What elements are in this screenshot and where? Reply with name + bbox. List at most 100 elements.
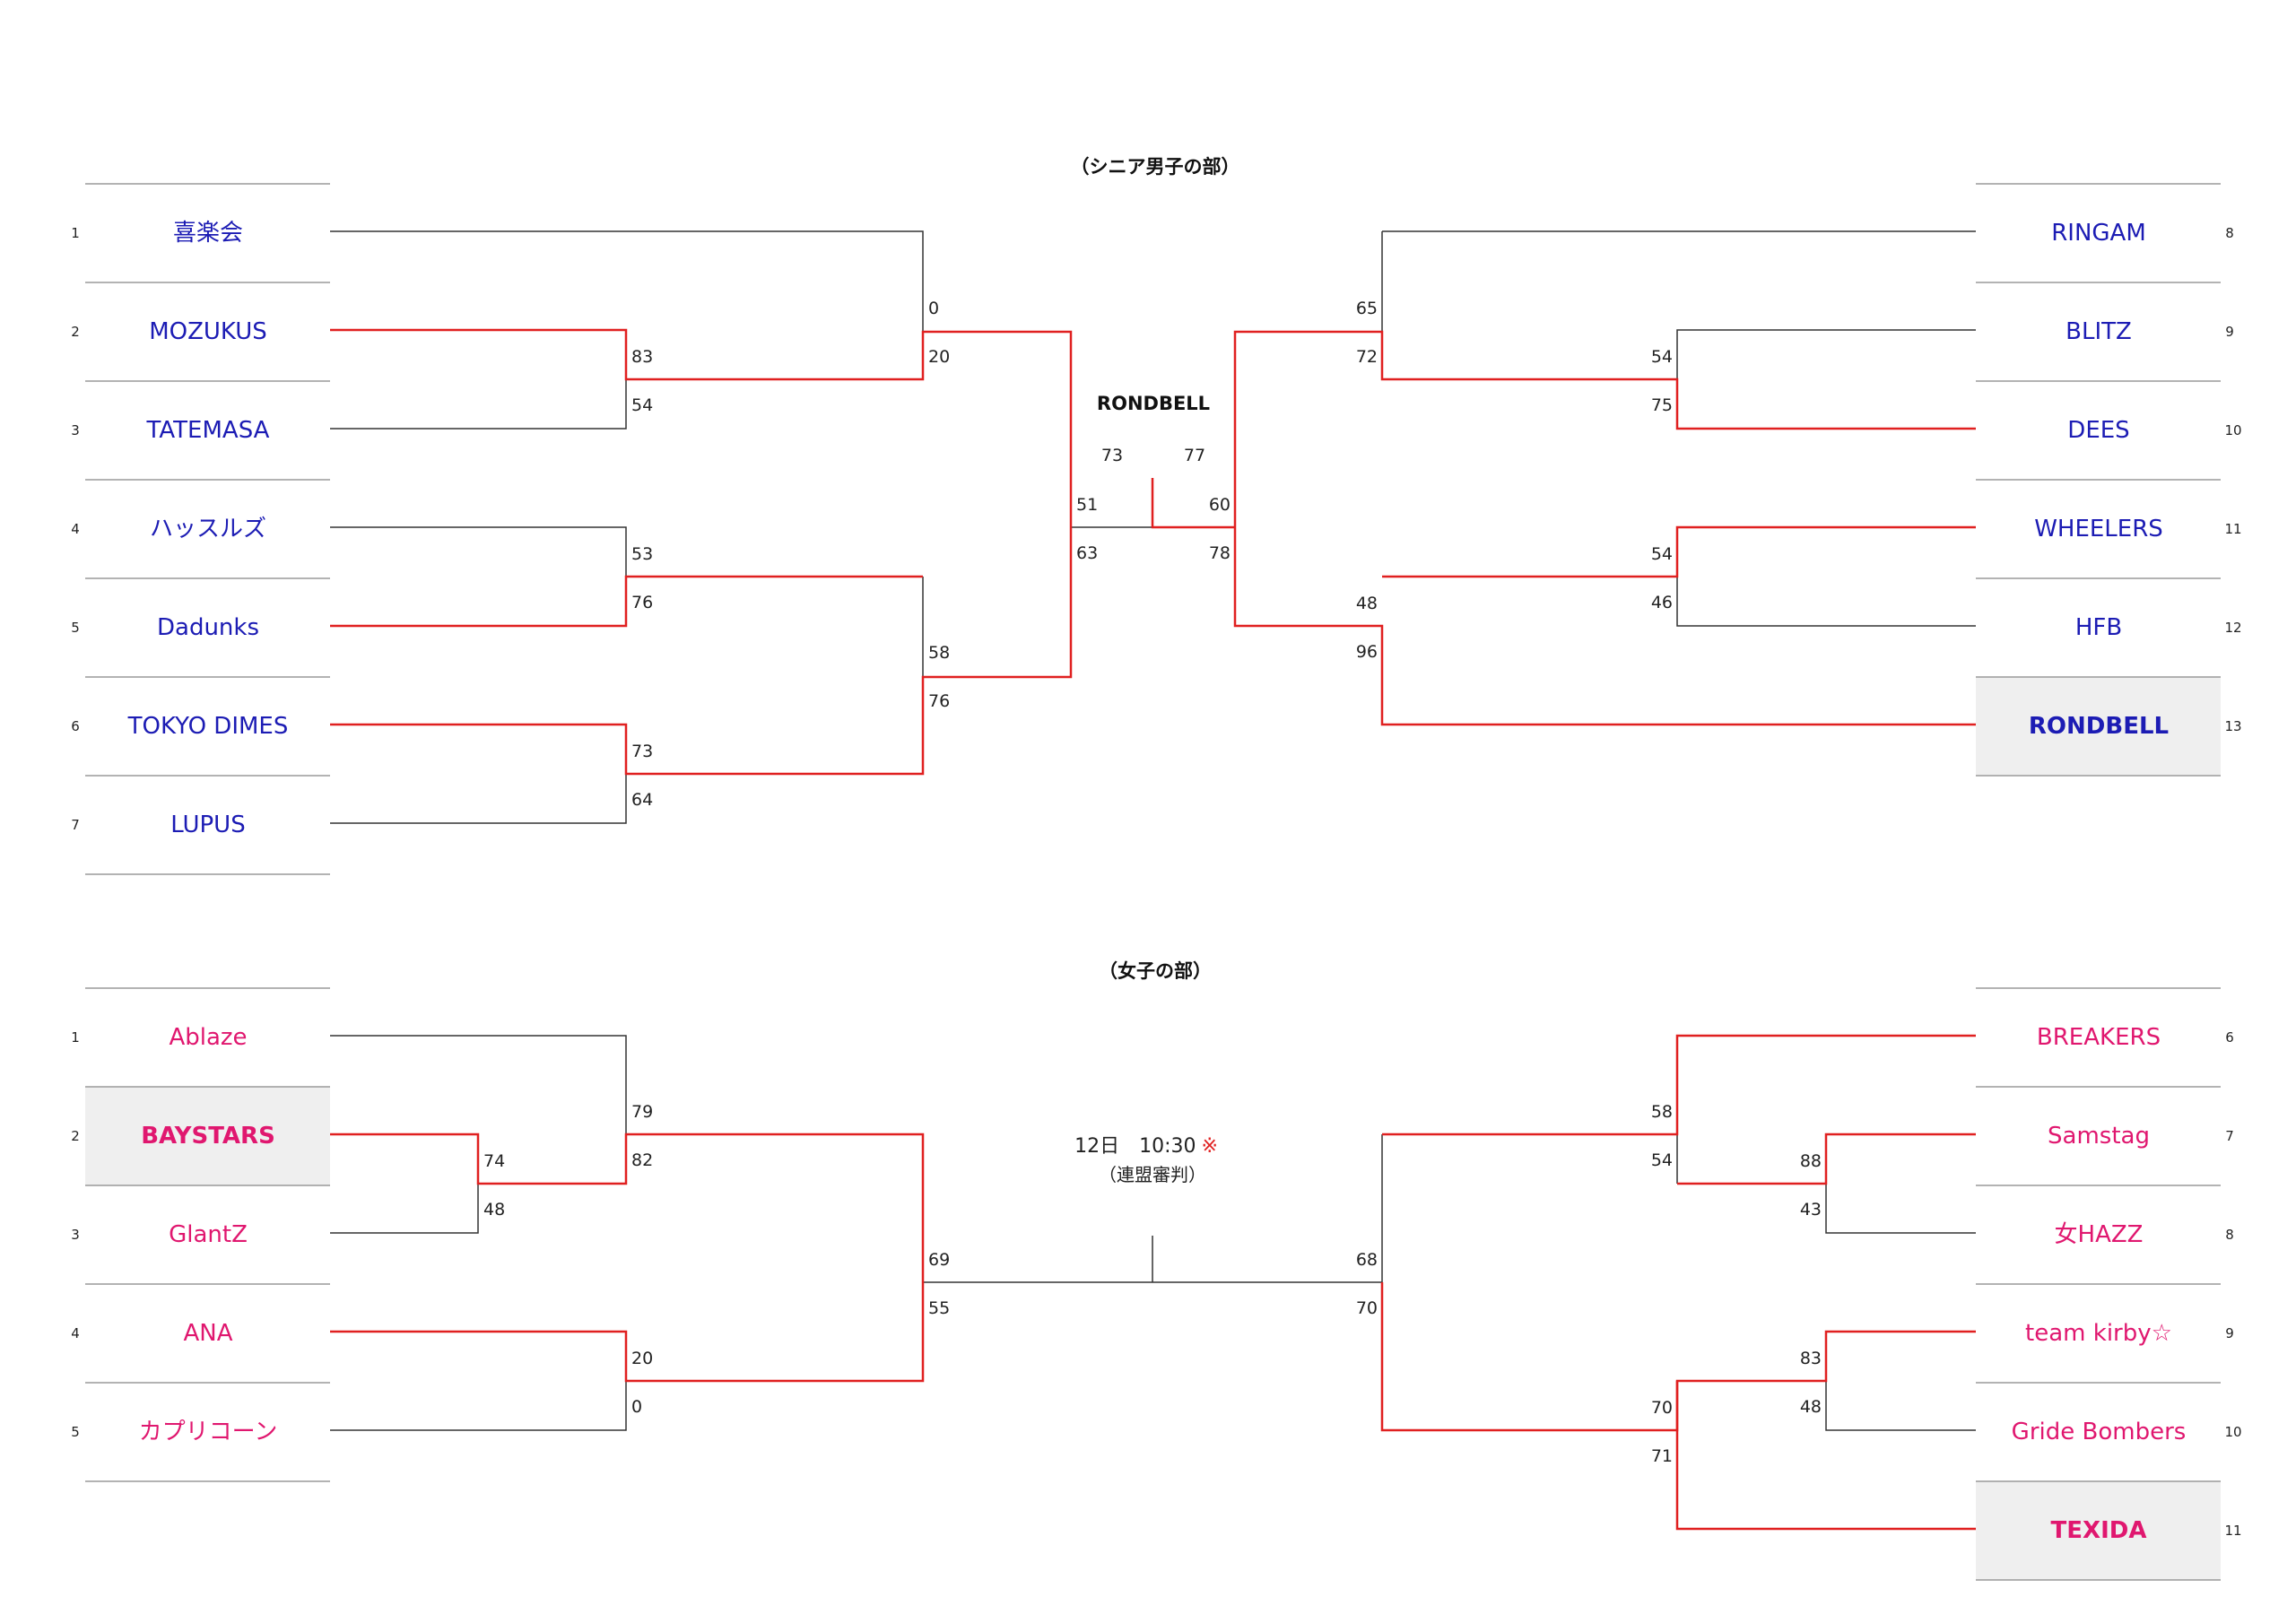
men-right-seeds: 8 9 10 11 12 13	[2224, 225, 2241, 734]
score: 70	[1356, 1298, 1378, 1318]
team-blitz: BLITZ	[2066, 318, 2132, 345]
women-scores: 74 48 79 82 20 0 69 55 68 70 58 54 70 71…	[483, 1102, 1822, 1466]
men-right-teams: RINGAM BLITZ DEES WHEELERS HFB RONDBELL	[2029, 220, 2169, 740]
seed-number: 9	[2225, 324, 2234, 340]
seed-number: 6	[2225, 1029, 2234, 1046]
seed-number: 8	[2225, 225, 2234, 241]
women-bracket-lines	[330, 1035, 1976, 1431]
score: 54	[631, 395, 653, 415]
score: 63	[1076, 543, 1098, 563]
score: 78	[1209, 543, 1231, 563]
score: 64	[631, 790, 653, 810]
seed-number: 8	[2225, 1227, 2234, 1243]
seed-number: 1	[71, 225, 80, 241]
women-right-seeds: 6 7 8 9 10 11	[2224, 1029, 2241, 1539]
seed-number: 11	[2224, 1523, 2241, 1539]
score: 83	[1800, 1349, 1822, 1368]
men-right-dividers	[1976, 183, 2221, 777]
team-samstag: Samstag	[2048, 1123, 2150, 1150]
seed-number: 1	[71, 1029, 80, 1046]
women-champion-cell-bg-left	[85, 1087, 330, 1185]
team-ablaze: Ablaze	[169, 1024, 247, 1051]
score: 48	[1356, 594, 1378, 613]
score: 20	[631, 1349, 653, 1368]
women-section-title: （女子の部）	[1099, 960, 1212, 982]
men-winner-lines	[330, 328, 1976, 776]
score: 75	[1651, 395, 1673, 415]
score: 20	[928, 347, 950, 367]
women-champion-cell-bg-right	[1976, 1481, 2221, 1580]
score: 96	[1356, 642, 1378, 662]
score: 72	[1356, 347, 1378, 367]
team-team-kirby: team kirby☆	[2025, 1320, 2172, 1347]
men-left-dividers	[85, 183, 330, 875]
team-gride-bombers: Gride Bombers	[2012, 1419, 2187, 1445]
men-champion-cell-bg	[1976, 677, 2221, 776]
seed-number: 2	[71, 1128, 80, 1144]
seed-number: 4	[71, 1325, 80, 1341]
women-right-dividers	[1976, 987, 2221, 1581]
men-left-teams: 喜楽会 MOZUKUS TATEMASA ハッスルズ Dadunks TOKYO…	[127, 220, 289, 838]
team-tokyo-dimes: TOKYO DIMES	[127, 713, 289, 740]
seed-number: 13	[2224, 718, 2241, 734]
score: 0	[631, 1397, 642, 1417]
score: 54	[1651, 347, 1673, 367]
score: 60	[1209, 495, 1231, 515]
seed-number: 9	[2225, 1325, 2234, 1341]
score: 48	[1800, 1397, 1822, 1417]
schedule-time: 12日 10:30※	[1074, 1135, 1218, 1158]
score: 51	[1076, 495, 1098, 515]
women-left-seeds: 1 2 3 4 5	[71, 1029, 80, 1440]
team-breakers: BREAKERS	[2037, 1024, 2161, 1051]
score: 83	[631, 347, 653, 367]
team-dees: DEES	[2067, 417, 2129, 444]
team-mozukus: MOZUKUS	[149, 318, 267, 345]
score: 79	[631, 1102, 653, 1122]
seed-number: 7	[2225, 1128, 2234, 1144]
schedule-mark: ※	[1201, 1135, 1217, 1158]
seed-number: 5	[71, 1424, 80, 1440]
women-left-teams: Ablaze BAYSTARS GlantZ ANA カプリコーン	[139, 1024, 278, 1445]
score: 48	[483, 1200, 505, 1219]
seed-number: 3	[71, 1227, 80, 1243]
team-hustles: ハッスルズ	[150, 516, 266, 542]
score: 0	[928, 299, 939, 318]
seed-number: 6	[71, 718, 80, 734]
score: 76	[631, 593, 653, 612]
seed-number: 4	[71, 521, 80, 537]
score: 58	[928, 643, 950, 663]
team-wheelers: WHEELERS	[2034, 516, 2163, 542]
seed-number: 12	[2224, 620, 2241, 636]
score: 76	[928, 691, 950, 711]
team-lupus: LUPUS	[170, 812, 245, 838]
score: 55	[928, 1298, 950, 1318]
women-winner-lines	[330, 1034, 1976, 1531]
score: 70	[1651, 1398, 1673, 1418]
men-bracket-lines	[330, 230, 1976, 824]
score: 43	[1800, 1200, 1822, 1219]
team-ana: ANA	[183, 1320, 232, 1347]
score: 74	[483, 1151, 505, 1171]
referee-note: （連盟審判）	[1099, 1164, 1206, 1185]
seed-number: 3	[71, 422, 80, 438]
team-glantz: GlantZ	[169, 1221, 248, 1248]
seed-number: 7	[71, 817, 80, 833]
seed-number: 10	[2224, 1424, 2241, 1440]
team-ringam: RINGAM	[2051, 220, 2146, 247]
men-left-seeds: 1 2 3 4 5 6 7	[71, 225, 80, 833]
men-scores: 83 54 53 76 73 64 0 20 58 76 51 63 73 77…	[631, 299, 1673, 810]
men-section-title: （シニア男子の部）	[1071, 156, 1240, 178]
team-rondbell: RONDBELL	[2029, 713, 2169, 740]
women-left-dividers	[85, 987, 330, 1482]
score: 82	[631, 1150, 653, 1170]
seed-number: 11	[2224, 521, 2241, 537]
seed-number: 5	[71, 620, 80, 636]
team-baystars: BAYSTARS	[141, 1123, 275, 1150]
score: 68	[1356, 1250, 1378, 1270]
score: 54	[1651, 544, 1673, 564]
team-capricorn: カプリコーン	[139, 1419, 278, 1445]
men-champion-label: RONDBELL	[1097, 393, 1210, 414]
score: 88	[1800, 1151, 1822, 1171]
team-texida: TEXIDA	[2051, 1517, 2147, 1544]
score: 46	[1651, 593, 1673, 612]
